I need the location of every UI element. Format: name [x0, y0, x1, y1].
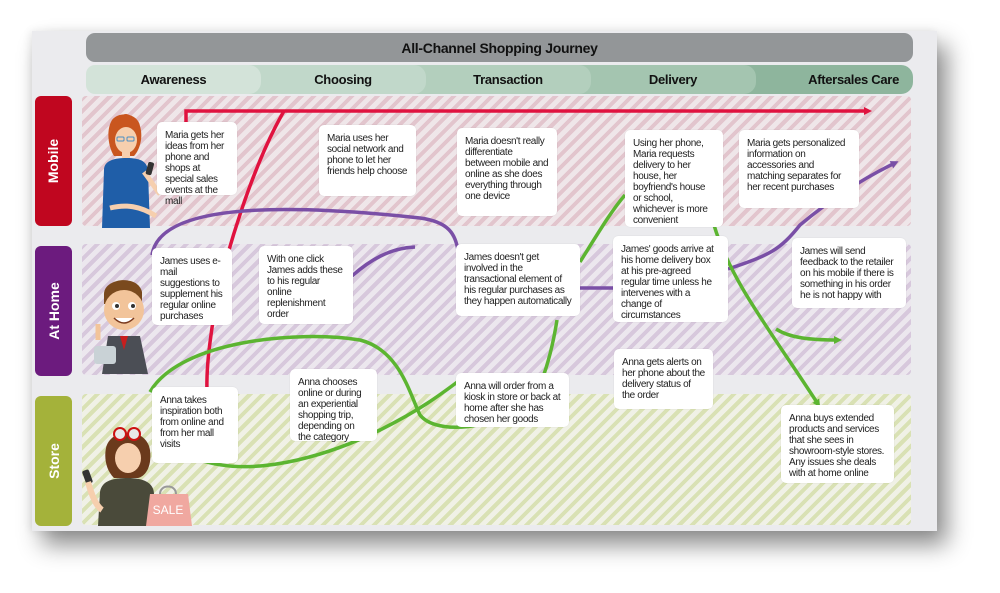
- note-mobile-awareness: Maria gets her ideas from her phone and …: [157, 122, 237, 207]
- maria-path: [184, 107, 872, 125]
- phase-delivery: Delivery: [576, 65, 756, 94]
- james-path: [150, 207, 460, 256]
- phase-choosing: Choosing: [246, 65, 426, 94]
- james-path-4: [727, 161, 899, 271]
- lane-label-at-home: At Home: [35, 246, 72, 376]
- note-store-transaction: Anna will order from a kiosk in store or…: [456, 373, 569, 427]
- phase-header: Awareness Choosing Transaction Delivery …: [86, 65, 913, 94]
- sale-bag-text: SALE: [153, 503, 184, 517]
- note-mobile-transaction: Maria doesn't really differentiate betwe…: [457, 128, 557, 216]
- note-home-awareness: James uses e-mail suggestions to supplem…: [152, 248, 232, 325]
- note-home-aftersales: James will send feedback to the retailer…: [792, 238, 906, 308]
- phase-transaction: Transaction: [411, 65, 591, 94]
- note-store-choosing: Anna chooses online or during an experie…: [290, 369, 377, 443]
- note-store-aftersales: Anna buys extended products and services…: [781, 405, 894, 483]
- james-avatar: [94, 280, 148, 374]
- note-mobile-choosing: Maria uses her social network and phone …: [319, 125, 416, 196]
- note-mobile-aftersales: Maria gets personalized information on a…: [739, 130, 859, 208]
- note-store-delivery: Anna gets alerts on her phone about the …: [614, 349, 713, 409]
- note-home-choosing: With one click James adds these to his r…: [259, 246, 353, 324]
- note-home-delivery: James' goods arrive at his home delivery…: [613, 236, 728, 322]
- note-mobile-delivery: Using her phone, Maria requests delivery…: [625, 130, 723, 227]
- anna-path-3: [578, 193, 627, 263]
- anna-path-5: [775, 327, 842, 344]
- phase-awareness: Awareness: [86, 65, 261, 94]
- maria-avatar: [102, 114, 162, 228]
- phase-aftersales-care: Aftersales Care: [741, 65, 913, 94]
- lane-label-mobile: Mobile: [35, 96, 72, 226]
- note-store-awareness: Anna takes inspiration both from online …: [152, 387, 238, 463]
- anna-avatar: SALE: [82, 427, 192, 526]
- lane-label-store: Store: [35, 396, 72, 526]
- diagram-title: All-Channel Shopping Journey: [86, 33, 913, 62]
- note-home-transaction: James doesn't get involved in the transa…: [456, 244, 580, 316]
- james-path-2: [350, 245, 416, 278]
